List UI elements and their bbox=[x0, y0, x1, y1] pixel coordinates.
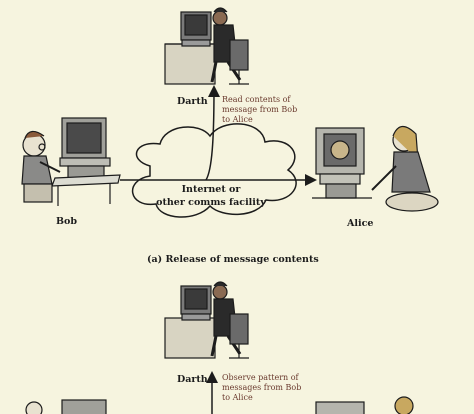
alice-figure-b-partial bbox=[315, 396, 414, 414]
internet-cloud bbox=[132, 123, 297, 218]
annotation-observe-pattern: Observe pattern of messages from Bob to … bbox=[222, 373, 302, 402]
bob-figure bbox=[21, 117, 121, 206]
annotation-read-contents: Read contents of message from Bob to Ali… bbox=[222, 95, 298, 124]
alice-label: Alice bbox=[347, 218, 374, 229]
alice-figure bbox=[312, 125, 439, 212]
darth-label: Darth bbox=[177, 96, 208, 107]
darth-figure-a bbox=[164, 7, 249, 85]
bob-label: Bob bbox=[56, 216, 78, 227]
interception-arrow bbox=[205, 85, 220, 181]
darth-figure-b bbox=[164, 281, 249, 359]
caption-a: (a) Release of message contents bbox=[147, 254, 319, 265]
darth-label-b: Darth bbox=[177, 374, 208, 385]
cloud-label: Internet or other comms facility bbox=[156, 184, 266, 208]
bob-figure-b-partial bbox=[25, 399, 107, 414]
